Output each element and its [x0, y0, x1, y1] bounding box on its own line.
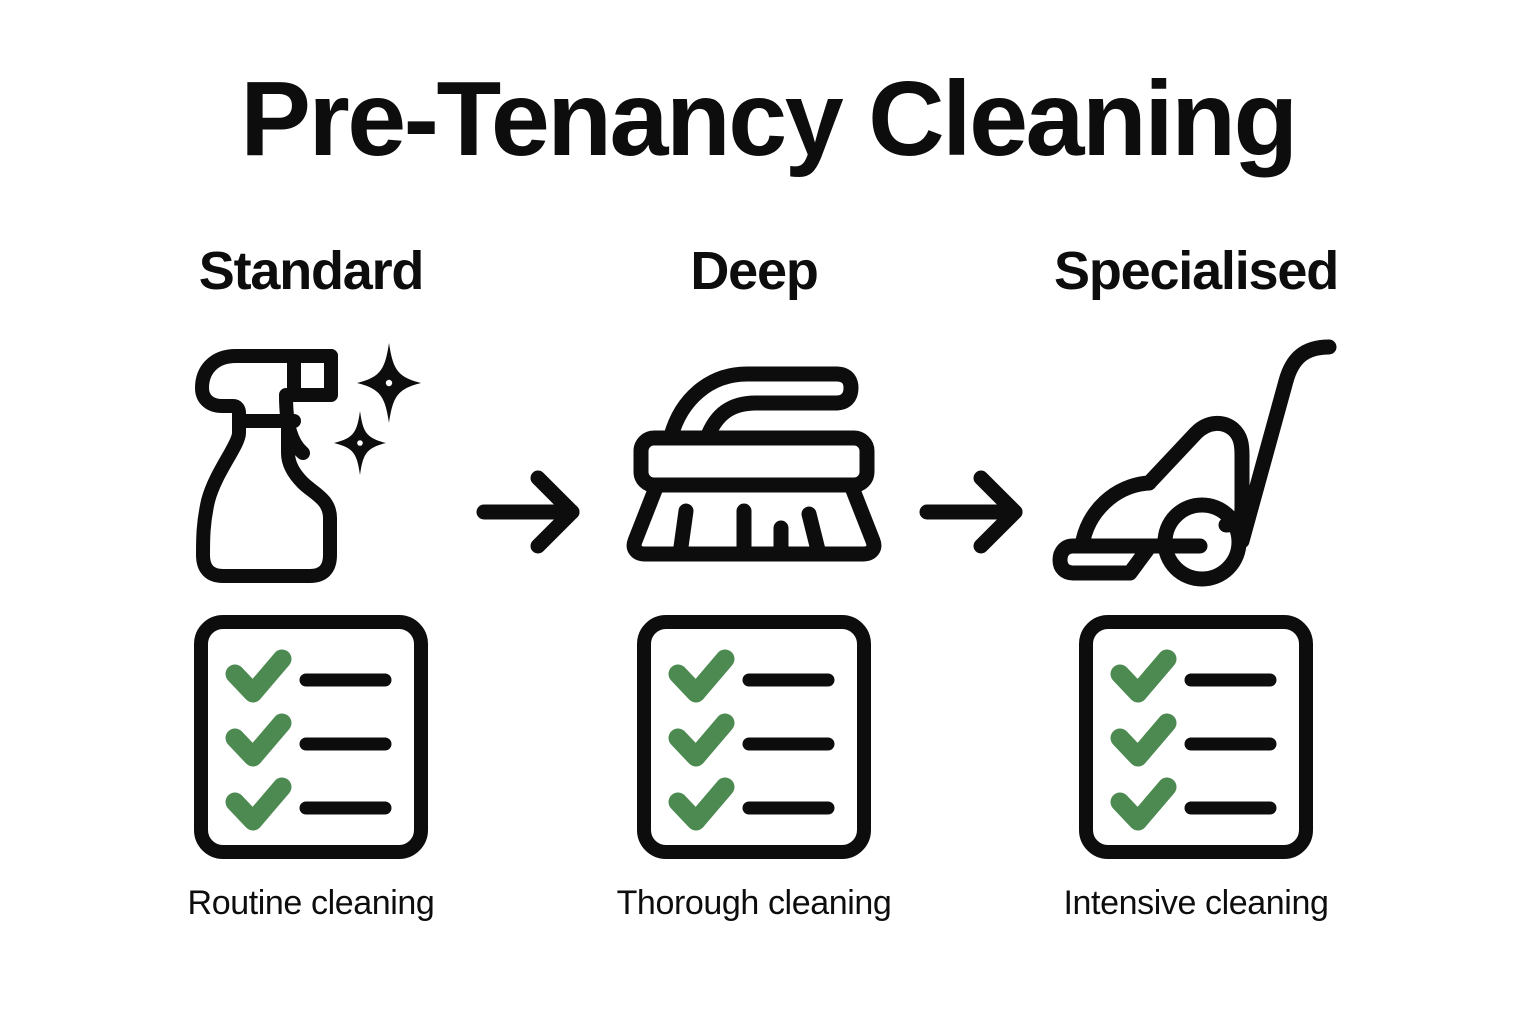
- column-heading-deep: Deep: [690, 241, 818, 301]
- spray-bottle-icon: [195, 343, 421, 583]
- column-heading-specialised: Specialised: [1054, 241, 1339, 301]
- sparkle-large-icon: [357, 343, 421, 423]
- icon-wrap-specialised: [1026, 328, 1366, 588]
- list-lines: [1184, 673, 1277, 815]
- card-wrap-specialised: [1026, 614, 1366, 862]
- arrow-right-icon-2: [915, 462, 1035, 562]
- column-caption-standard: Routine cleaning: [187, 884, 435, 922]
- column-heading-standard: Standard: [198, 241, 425, 301]
- list-lines: [299, 673, 392, 815]
- arrow-right-icon-1: [472, 462, 592, 562]
- check-marks: [225, 649, 292, 831]
- list-lines: [742, 673, 835, 815]
- vacuum-cleaner-icon: [1052, 339, 1337, 587]
- column-standard: Standard: [141, 240, 481, 960]
- page-title: Pre-Tenancy Cleaning: [240, 60, 1298, 178]
- check-marks: [1110, 649, 1177, 831]
- checklist-card-specialised: [1079, 615, 1313, 859]
- icon-wrap-deep: [584, 328, 924, 588]
- checklist-card-standard: [194, 615, 428, 859]
- card-wrap-deep: [584, 614, 924, 862]
- scrub-brush-icon: [626, 366, 882, 562]
- column-caption-deep: Thorough cleaning: [616, 884, 892, 922]
- checklist-card-deep: [637, 615, 871, 859]
- icon-wrap-standard: [141, 328, 481, 588]
- sparkle-small-icon: [334, 411, 386, 475]
- card-wrap-standard: [141, 614, 481, 862]
- column-caption-specialised: Intensive cleaning: [1063, 884, 1329, 922]
- column-deep: Deep: [584, 240, 924, 960]
- column-specialised: Specialised: [1026, 240, 1366, 960]
- check-marks: [668, 649, 735, 831]
